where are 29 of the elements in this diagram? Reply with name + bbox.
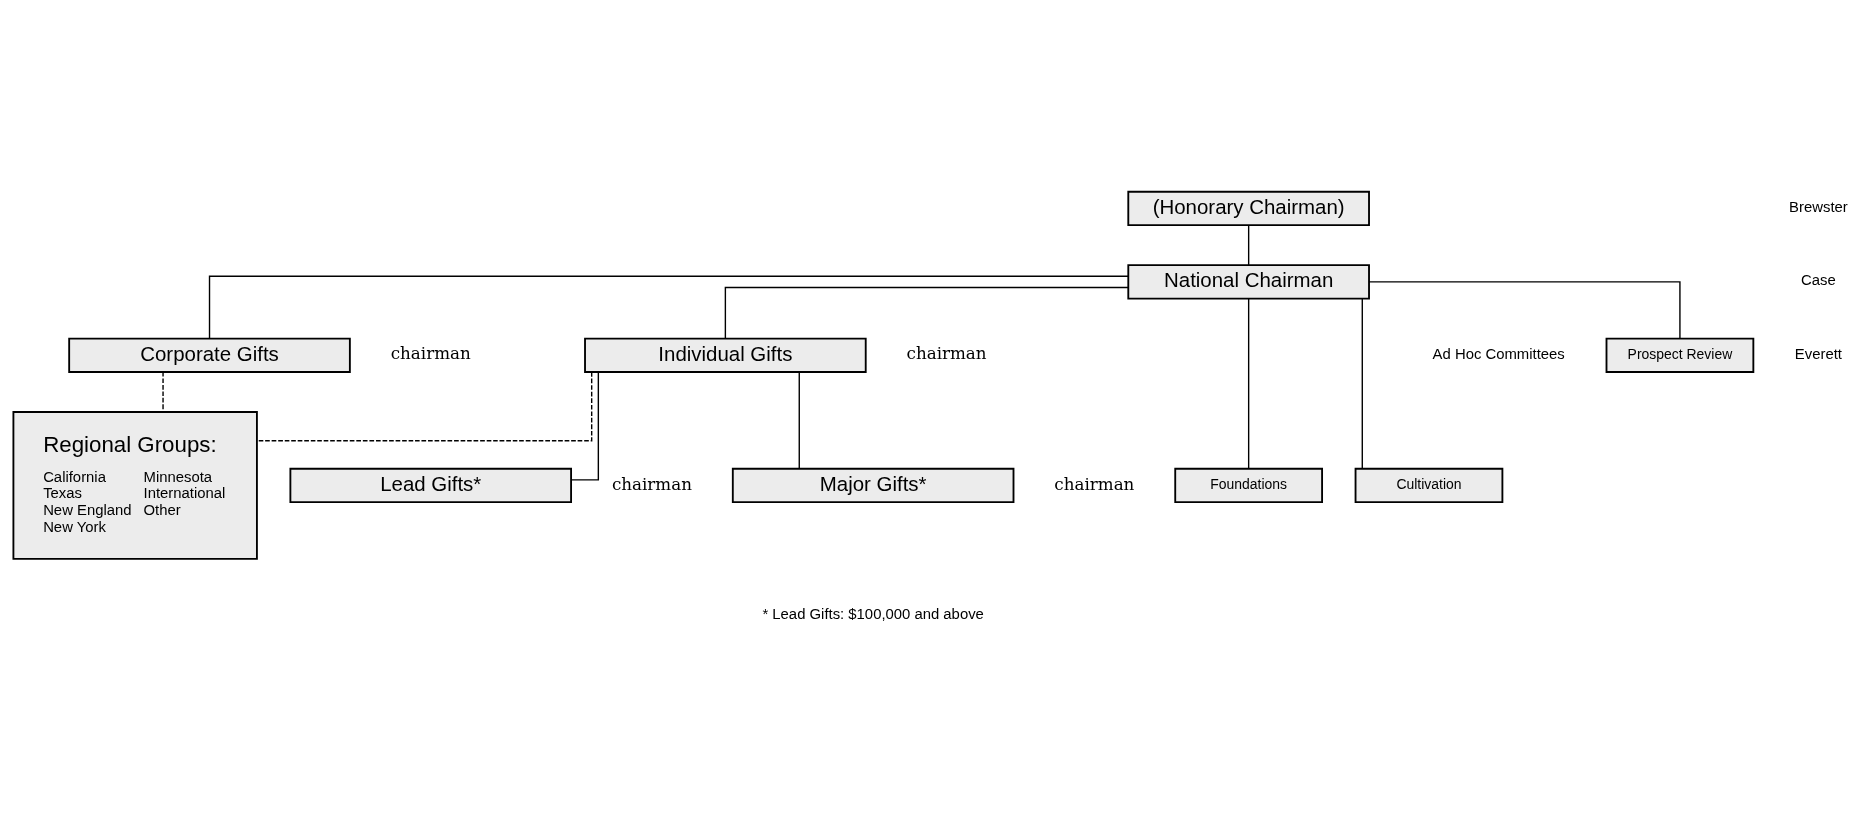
node-box: Foundations	[1174, 467, 1323, 504]
node-box: Prospect Review	[1605, 337, 1755, 373]
connector	[1247, 298, 1250, 470]
label: Brewster	[1789, 198, 1848, 215]
node-label: chairman	[611, 473, 692, 494]
label: * Lead Gifts: $100,000 and above	[762, 606, 984, 623]
connector	[1247, 224, 1250, 266]
node-label: chairman	[906, 343, 987, 364]
node-box: Individual Gifts	[584, 337, 867, 373]
connector	[724, 286, 1129, 340]
label: Everett	[1794, 345, 1842, 362]
node-box: Regional Groups: California Texas New England New York Minnesota International Other	[12, 411, 258, 560]
connector	[208, 275, 1129, 340]
node-box: Major Gifts*	[731, 467, 1015, 504]
node-box: Corporate Gifts	[68, 337, 351, 373]
connector	[570, 371, 600, 481]
node-label: chairman	[1054, 473, 1135, 494]
node-box: National Chairman	[1127, 264, 1370, 300]
connector	[256, 371, 593, 442]
label: Case	[1801, 272, 1836, 289]
label: Ad Hoc Committees	[1432, 345, 1565, 362]
connector	[1361, 298, 1363, 470]
connector	[798, 371, 800, 470]
node-box: (Honorary Chairman)	[1127, 190, 1370, 227]
node-label: chairman	[390, 343, 471, 364]
connector	[162, 371, 164, 413]
connector	[1368, 281, 1681, 339]
node-box: Cultivation	[1354, 467, 1504, 504]
node-box: Lead Gifts*	[289, 467, 572, 504]
